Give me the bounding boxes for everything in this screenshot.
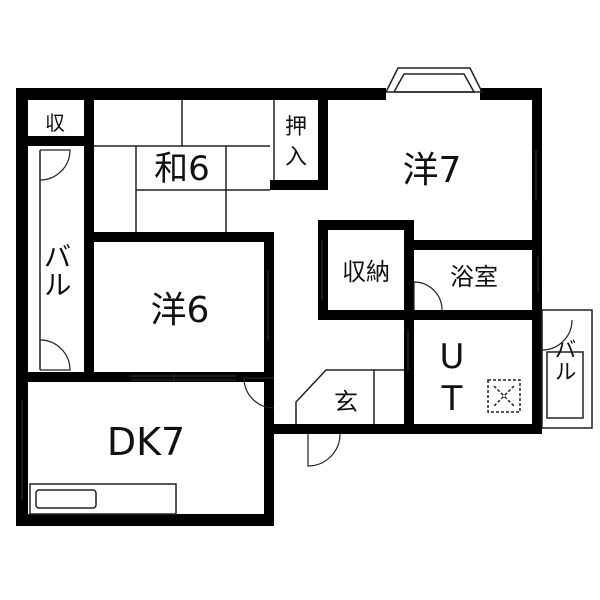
label-closet: 収納	[342, 258, 390, 286]
label-oshiire-1: 押	[285, 115, 307, 140]
door-swings	[39, 149, 573, 467]
label-entrance: 玄	[334, 388, 358, 416]
label-washitsu: 和6	[154, 149, 210, 189]
label-balcony-left-1: バル	[40, 242, 73, 298]
label-utility-u: U	[440, 337, 465, 377]
room-labels: 収 バル 和6 押 入 洋7 洋6 収納 浴室 U T 玄 バル DK7	[40, 111, 576, 464]
label-utility-t: T	[441, 379, 463, 419]
thin-lines	[21, 67, 593, 515]
label-dining-kitchen: DK7	[107, 420, 185, 464]
label-oshiire-2: 入	[285, 145, 307, 170]
label-balcony-right: バル	[551, 338, 576, 382]
label-western-7: 洋7	[403, 150, 462, 191]
walls	[16, 88, 542, 526]
label-bathroom: 浴室	[450, 263, 498, 291]
label-western-6: 洋6	[151, 290, 210, 331]
label-storage-top-left: 収	[45, 111, 65, 135]
